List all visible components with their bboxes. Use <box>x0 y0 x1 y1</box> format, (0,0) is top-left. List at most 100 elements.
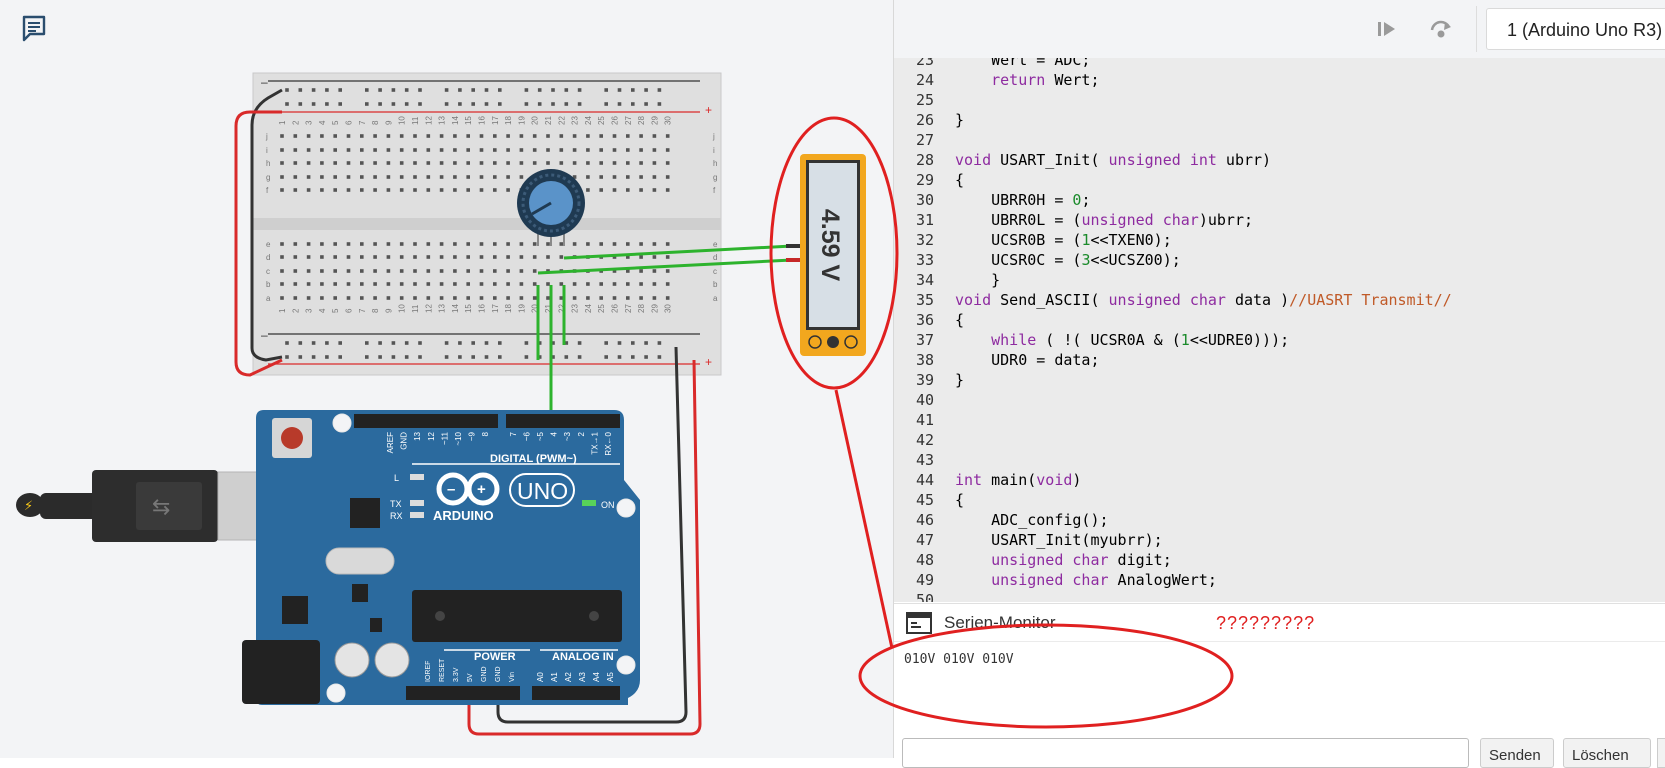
breadboard-hole[interactable] <box>612 296 617 300</box>
breadboard-hole[interactable] <box>453 134 457 138</box>
breadboard-hole[interactable] <box>360 296 364 300</box>
breadboard-hole[interactable] <box>466 296 470 300</box>
code-line[interactable]: 49 unsigned char AnalogWert; <box>894 570 1665 590</box>
breadboard-rail-hole[interactable] <box>644 88 648 92</box>
analog-header[interactable] <box>532 686 620 700</box>
breadboard-rail-hole[interactable] <box>285 88 289 92</box>
breadboard-rail-hole[interactable] <box>498 102 502 106</box>
breadboard-hole[interactable] <box>572 282 577 286</box>
breadboard-rail-hole[interactable] <box>537 88 542 92</box>
breadboard-hole[interactable] <box>346 242 351 246</box>
breadboard-rail-hole[interactable] <box>311 355 316 359</box>
breadboard-hole[interactable] <box>413 269 417 273</box>
breadboard-hole[interactable] <box>306 269 311 273</box>
breadboard-rail-hole[interactable] <box>458 355 462 359</box>
breadboard-rail-hole[interactable] <box>498 88 502 92</box>
breadboard-hole[interactable] <box>599 282 603 286</box>
breadboard-hole[interactable] <box>439 296 444 300</box>
breadboard-hole[interactable] <box>399 188 404 192</box>
breadboard-hole[interactable] <box>399 269 404 273</box>
breadboard-hole[interactable] <box>373 282 377 286</box>
code-line[interactable]: 48 unsigned char digit; <box>894 550 1665 570</box>
breadboard-hole[interactable] <box>386 161 391 165</box>
breadboard-hole[interactable] <box>293 255 298 259</box>
breadboard-hole[interactable] <box>413 161 417 165</box>
breadboard-rail-hole[interactable] <box>564 341 569 345</box>
breadboard-rail-hole[interactable] <box>537 102 542 106</box>
breadboard-hole[interactable] <box>626 296 630 300</box>
breadboard-hole[interactable] <box>439 188 444 192</box>
code-line[interactable]: 47 USART_Init(myubrr); <box>894 530 1665 550</box>
breadboard-hole[interactable] <box>586 161 590 165</box>
clear-button[interactable]: Löschen <box>1563 738 1651 768</box>
breadboard-rail-hole[interactable] <box>604 355 608 359</box>
breadboard-hole[interactable] <box>453 255 457 259</box>
breadboard-hole[interactable] <box>293 161 298 165</box>
breadboard-hole[interactable] <box>373 161 377 165</box>
breadboard-hole[interactable] <box>665 148 670 152</box>
breadboard-hole[interactable] <box>493 296 497 300</box>
code-line[interactable]: 46 ADC_config(); <box>894 510 1665 530</box>
breadboard-hole[interactable] <box>612 255 617 259</box>
breadboard-hole[interactable] <box>612 161 617 165</box>
breadboard-hole[interactable] <box>320 269 324 273</box>
breadboard-rail-hole[interactable] <box>604 102 608 106</box>
breadboard-hole[interactable] <box>493 148 497 152</box>
breadboard-hole[interactable] <box>333 148 337 152</box>
wire-green-pot-b[interactable] <box>537 258 793 275</box>
breadboard-hole[interactable] <box>626 148 630 152</box>
code-line[interactable]: 39} <box>894 370 1665 390</box>
breadboard-hole[interactable] <box>546 255 550 259</box>
breadboard-hole[interactable] <box>320 282 324 286</box>
breadboard-hole[interactable] <box>652 148 657 152</box>
breadboard-hole[interactable] <box>506 296 510 300</box>
breadboard-hole[interactable] <box>559 134 564 138</box>
breadboard-hole[interactable] <box>479 296 484 300</box>
device-select[interactable]: 1 (Arduino Uno R3) <box>1486 8 1665 50</box>
breadboard-rail-hole[interactable] <box>285 341 289 345</box>
breadboard-hole[interactable] <box>346 255 351 259</box>
breadboard-hole[interactable] <box>612 134 617 138</box>
breadboard-hole[interactable] <box>386 188 391 192</box>
breadboard-hole[interactable] <box>439 282 444 286</box>
breadboard-hole[interactable] <box>586 188 590 192</box>
breadboard-hole[interactable] <box>506 161 510 165</box>
breadboard-hole[interactable] <box>306 175 311 179</box>
mode-knob[interactable] <box>808 335 822 349</box>
breadboard-hole[interactable] <box>399 242 404 246</box>
breadboard-hole[interactable] <box>413 134 417 138</box>
potentiometer[interactable] <box>517 169 585 246</box>
breadboard-hole[interactable] <box>479 188 484 192</box>
breadboard-hole[interactable] <box>599 175 603 179</box>
breadboard-hole[interactable] <box>293 269 298 273</box>
breadboard-hole[interactable] <box>466 161 470 165</box>
breadboard-hole[interactable] <box>493 134 497 138</box>
breadboard-rail-hole[interactable] <box>564 102 569 106</box>
breadboard-hole[interactable] <box>466 148 470 152</box>
breadboard-hole[interactable] <box>639 255 643 259</box>
breadboard-hole[interactable] <box>519 242 524 246</box>
breadboard-rail-hole[interactable] <box>338 341 342 345</box>
breadboard-hole[interactable] <box>559 161 564 165</box>
breadboard-hole[interactable] <box>373 296 377 300</box>
breadboard-hole[interactable] <box>479 175 484 179</box>
serial-monitor-header[interactable]: Serien-Monitor ????????? <box>894 603 1665 642</box>
breadboard-hole[interactable] <box>426 282 431 286</box>
breadboard-hole[interactable] <box>439 134 444 138</box>
breadboard-hole[interactable] <box>493 242 497 246</box>
breadboard-hole[interactable] <box>479 255 484 259</box>
breadboard-hole[interactable] <box>532 134 537 138</box>
top-header[interactable] <box>506 414 620 428</box>
breadboard-hole[interactable] <box>346 296 351 300</box>
code-line[interactable]: 32 UCSR0B = (1<<TXEN0); <box>894 230 1665 250</box>
code-line[interactable]: 23 Wert = ADC; <box>894 58 1665 70</box>
breadboard-hole[interactable] <box>612 188 617 192</box>
breadboard-rail-hole[interactable] <box>391 88 396 92</box>
breadboard-hole[interactable] <box>572 175 577 179</box>
breadboard-hole[interactable] <box>612 148 617 152</box>
breadboard-hole[interactable] <box>519 255 524 259</box>
breadboard-hole[interactable] <box>453 175 457 179</box>
breadboard-rail-hole[interactable] <box>471 88 475 92</box>
breadboard-rail-hole[interactable] <box>551 88 555 92</box>
